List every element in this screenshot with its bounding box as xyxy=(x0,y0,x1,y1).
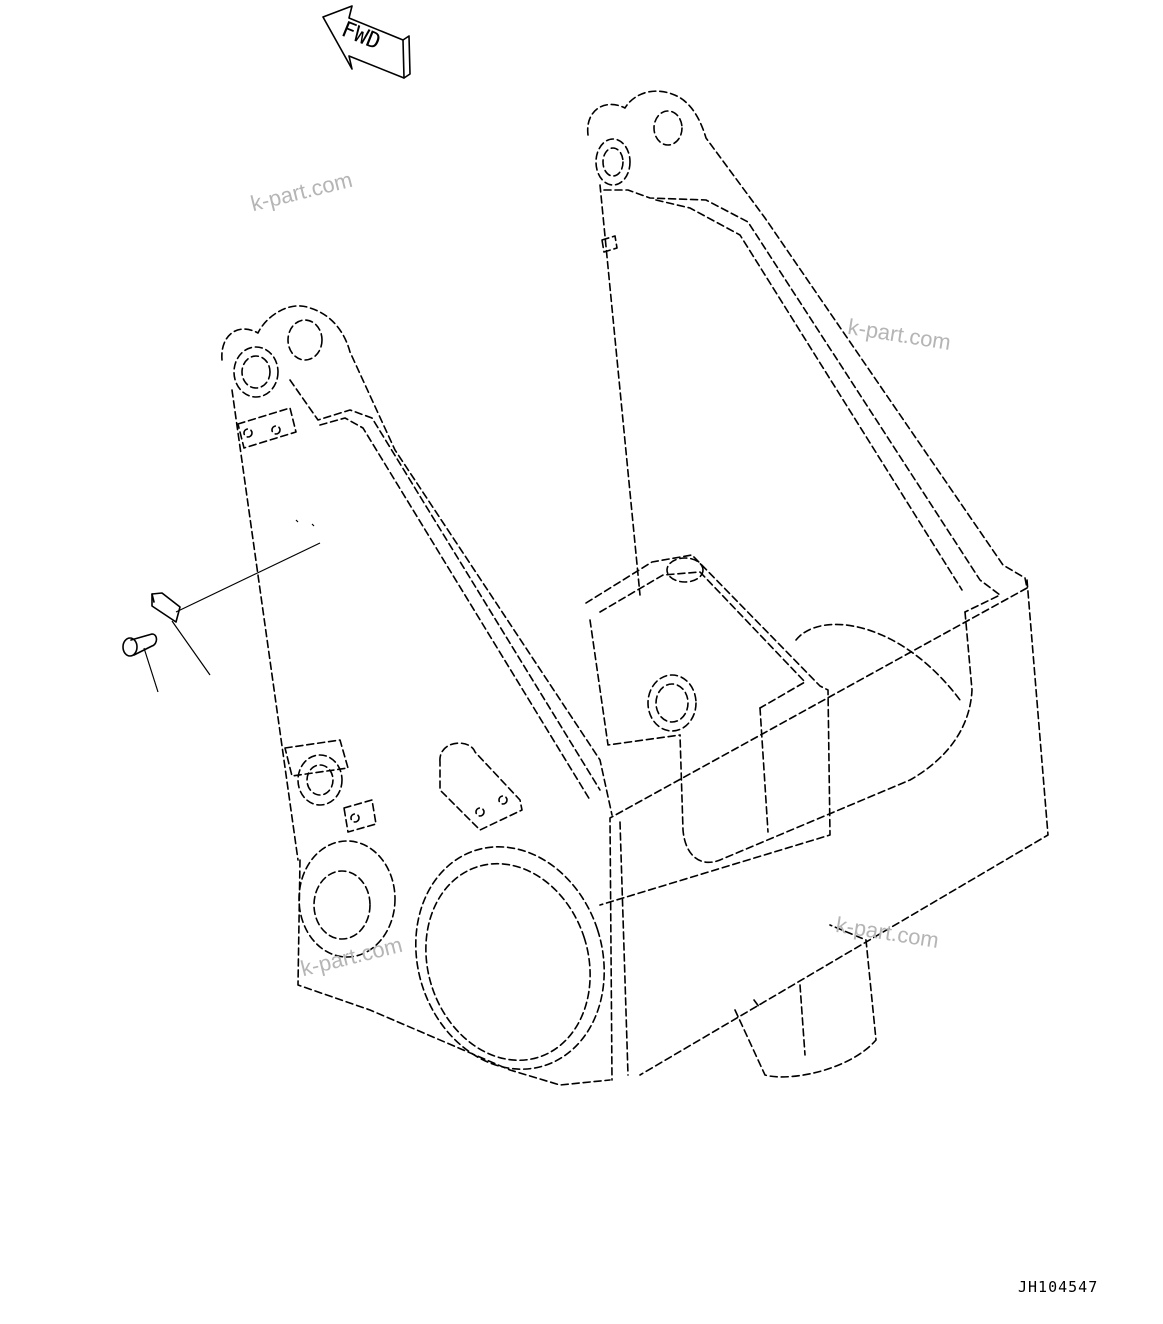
frame-rear-arm xyxy=(587,90,1028,613)
drawing-number: JH104547 xyxy=(1018,1278,1099,1296)
leader-lines xyxy=(143,519,321,693)
plate-part xyxy=(151,592,181,623)
forward-arrow-icon: FWD xyxy=(322,5,411,79)
frame-center-body xyxy=(297,554,1049,1086)
bolt-part xyxy=(122,633,158,657)
frame-front-arm xyxy=(221,305,613,861)
